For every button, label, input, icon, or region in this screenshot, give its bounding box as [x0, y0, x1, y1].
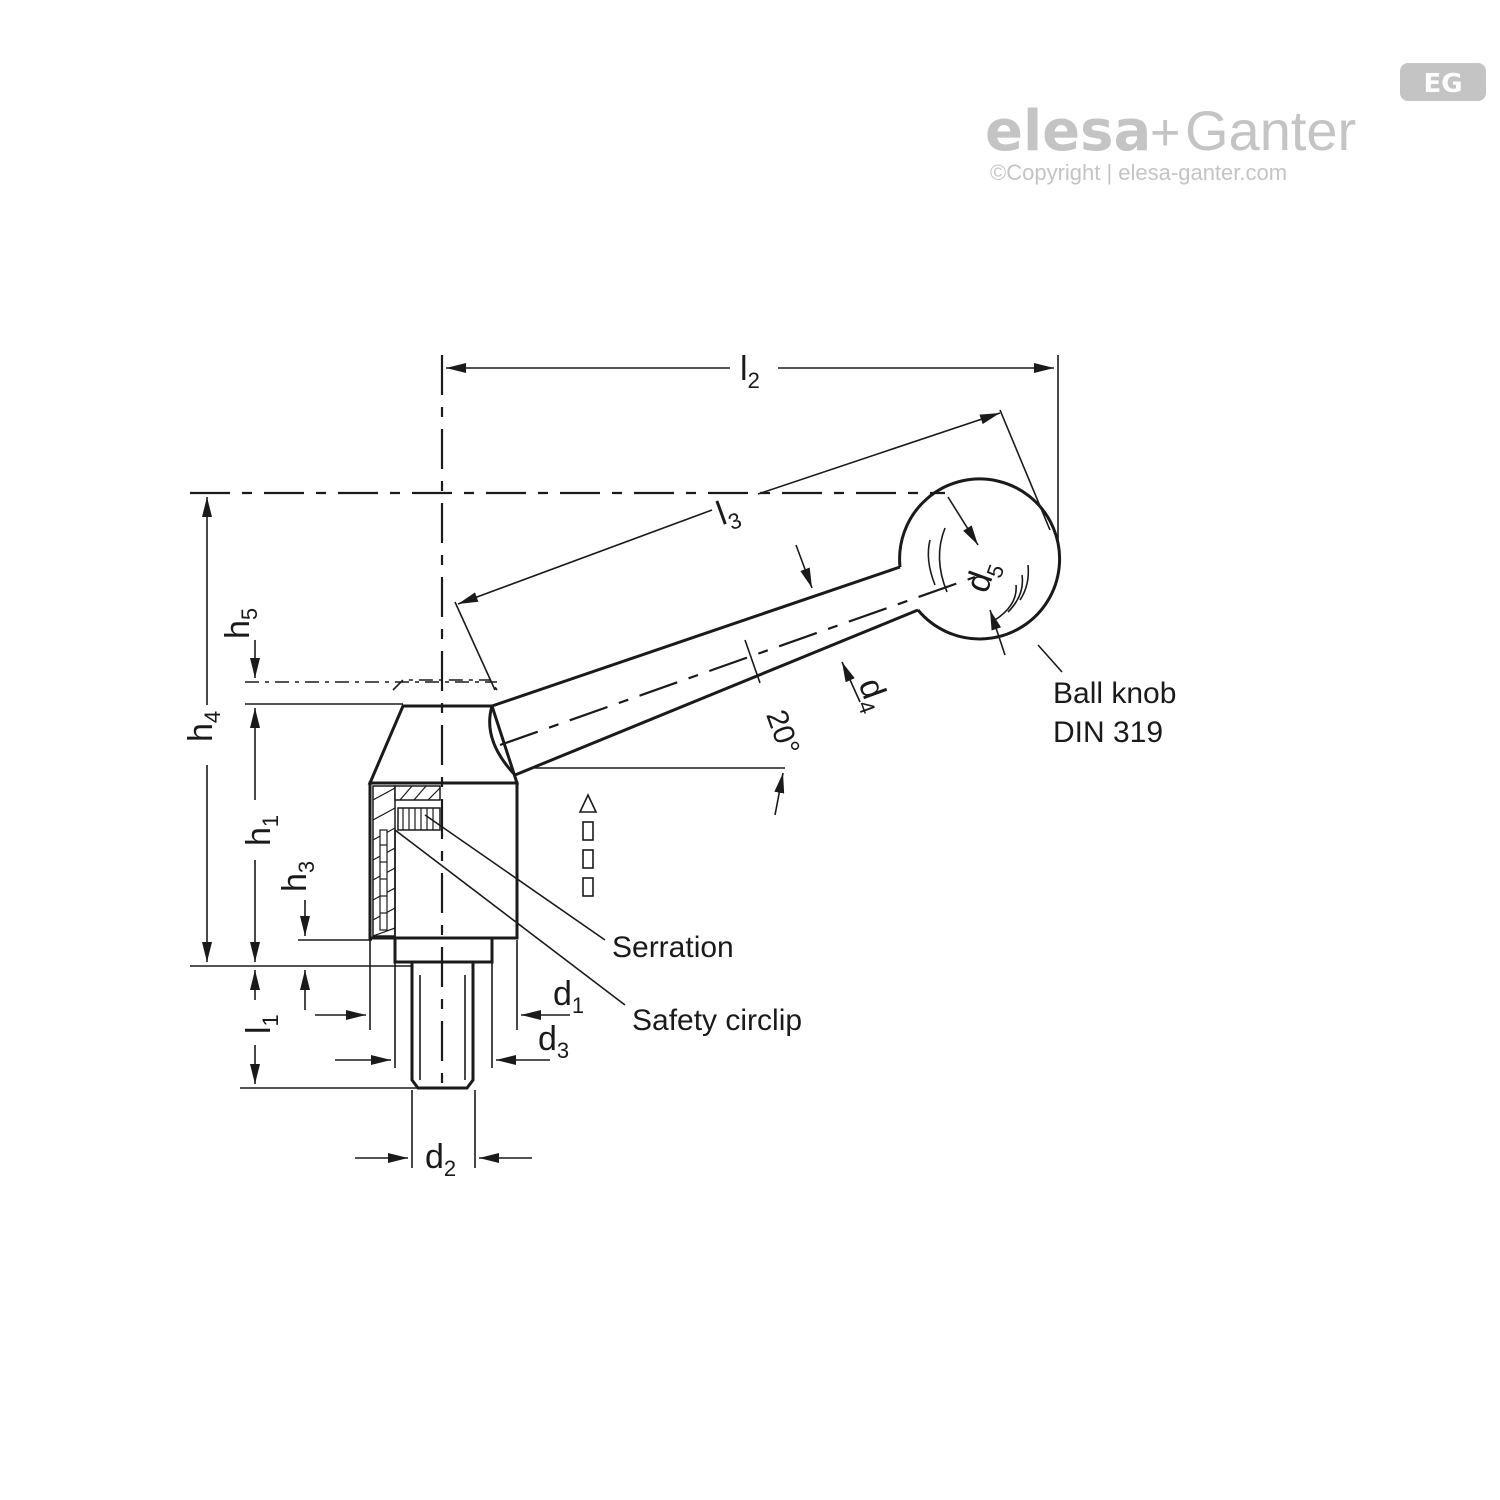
elesa-ganter-logo: EG elesa + Ganter ©Copyright | elesa-gan…	[985, 63, 1486, 185]
label-h1: h1	[240, 815, 283, 846]
label-h4: h4	[182, 711, 225, 742]
arm-axis	[499, 575, 976, 747]
callout-ball-knob: Ball knob	[1053, 677, 1176, 710]
d4-tick	[744, 639, 761, 684]
label-h3: h3	[276, 861, 319, 892]
hub-cylinder	[368, 781, 519, 940]
ball-knob	[898, 477, 1062, 641]
d4-lower	[841, 661, 861, 703]
logo-brand-plus: +	[1150, 104, 1180, 162]
lift-direction-arrow	[578, 793, 598, 897]
label-d2: d2	[425, 1138, 456, 1181]
logo-badge	[1400, 63, 1486, 101]
d5-lower	[989, 609, 1006, 656]
d5-upper	[947, 496, 979, 546]
lever-arm	[488, 477, 1062, 777]
hub-section	[372, 785, 441, 938]
ball-shade-3	[1019, 564, 1030, 601]
callout-safety-circlip: Safety circlip	[632, 1004, 802, 1037]
threaded-stud	[410, 962, 475, 1090]
label-l2: l2	[740, 350, 760, 393]
arm-top-edge	[491, 565, 901, 708]
ball-shade-5	[994, 584, 1017, 621]
label-d3: d3	[538, 1020, 569, 1063]
l3-line-right	[757, 412, 1001, 495]
callout-din-319: DIN 319	[1053, 716, 1163, 749]
ball-knob-leader	[1037, 644, 1063, 673]
stud-outline	[410, 962, 475, 1090]
ball-shade-1	[927, 539, 936, 586]
label-d1: d1	[553, 975, 584, 1018]
ball-shade-2	[938, 527, 948, 593]
dimension-labels: l2 l3 d5 d4 20° h4 h5 h1 h3 l1 d1 d3 d2	[182, 350, 1009, 1181]
hub-collar	[393, 938, 494, 964]
label-l1: l1	[240, 1014, 283, 1034]
label-h5: h5	[219, 608, 262, 639]
label-d4: d4	[846, 673, 897, 717]
logo-brand-right: Ganter	[1185, 99, 1356, 162]
serration-leader	[424, 814, 606, 941]
ball-shade-4	[1007, 574, 1024, 613]
l3-line-left	[457, 509, 713, 605]
angle-arrow	[774, 772, 785, 816]
center-lines	[190, 355, 976, 1095]
d4-upper	[795, 544, 813, 589]
circlip-leader	[394, 829, 626, 1006]
label-d5: d5	[958, 555, 1009, 599]
logo-badge-text: EG	[1423, 69, 1462, 99]
lever-hub	[245, 679, 520, 964]
l3-left-extension	[454, 601, 496, 691]
circlip-detail	[379, 829, 388, 931]
logo-brand-left: elesa	[985, 99, 1151, 164]
label-l3: l3	[712, 490, 745, 537]
arm-bottom-edge	[488, 608, 919, 777]
l3-right-extension	[999, 409, 1051, 531]
hub-top-phantom	[392, 679, 498, 691]
label-angle: 20°	[759, 706, 806, 760]
dimension-lines	[190, 355, 1063, 1168]
callout-labels: Ball knob DIN 319 Serration Safety circl…	[612, 677, 1176, 1037]
serration-detail	[397, 807, 441, 831]
callout-serration: Serration	[612, 931, 734, 964]
logo-copyright: ©Copyright | elesa-ganter.com	[990, 160, 1287, 185]
